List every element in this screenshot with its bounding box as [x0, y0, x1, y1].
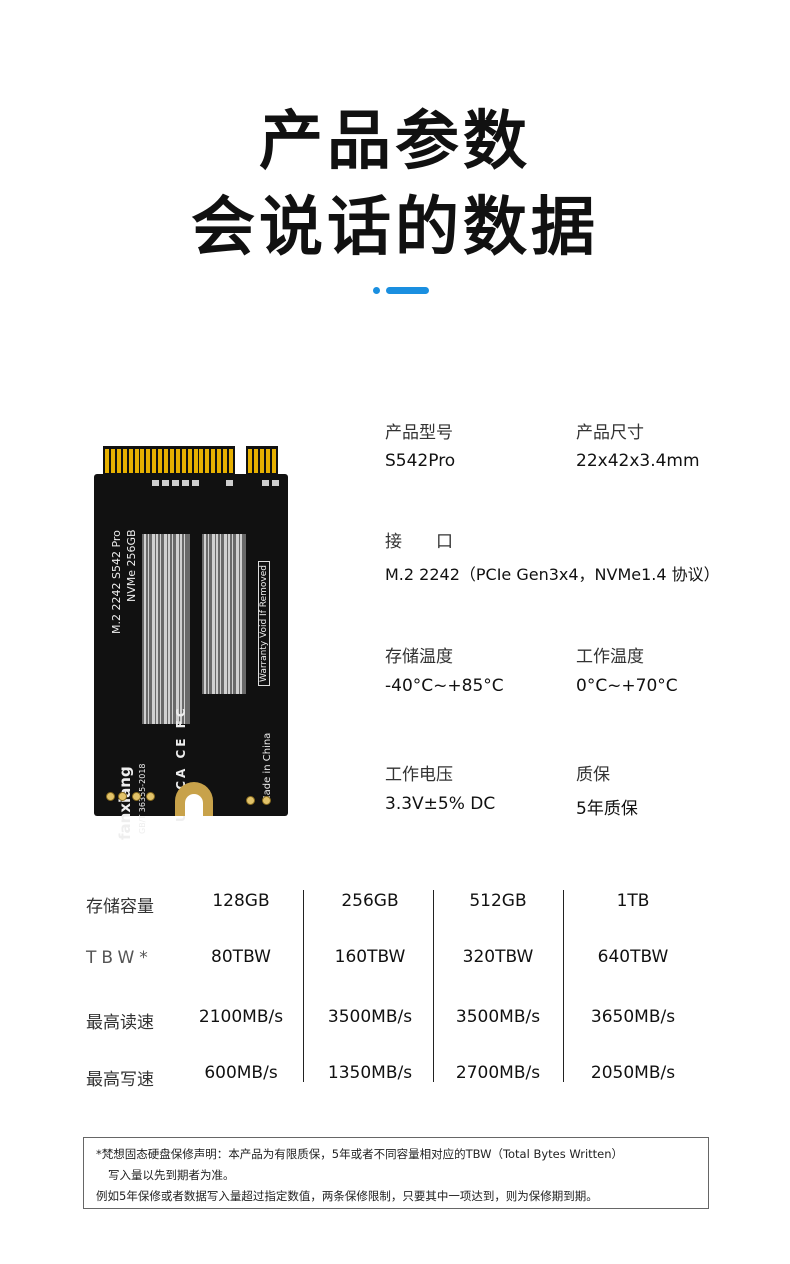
connector-pin — [223, 449, 227, 473]
edge-connector-main — [103, 446, 235, 476]
connector-pin — [211, 449, 216, 473]
via-pad — [132, 792, 141, 801]
page-title: 产品参数 — [259, 105, 531, 179]
connector-pin — [205, 449, 210, 473]
spec-warranty-label: 质保 — [576, 765, 610, 785]
ssd-product-image: M.2 2242 S542 Pro NVMe 256GB fanxiang GB… — [94, 446, 288, 840]
table-cell: 2100MB/s — [198, 1007, 284, 1027]
connector-pin — [146, 449, 151, 473]
connector-pin — [181, 449, 186, 473]
connector-pin — [187, 449, 192, 473]
spec-voltage-value: 3.3V±5% DC — [385, 794, 496, 814]
edge-connector-key — [246, 446, 278, 476]
table-cell: 3500MB/s — [455, 1007, 541, 1027]
brand-logo: fanxiang — [116, 766, 134, 840]
footnote-line: *梵想固态硬盘保修声明：本产品为有限质保，5年或者不同容量相对应的TBW（Tot… — [96, 1147, 624, 1161]
connector-pin — [259, 449, 264, 473]
connector-pin — [164, 449, 168, 473]
spec-voltage-label: 工作电压 — [385, 765, 453, 785]
table-cell: 2700MB/s — [455, 1063, 541, 1083]
table-cell: 160TBW — [334, 947, 406, 967]
connector-pin — [199, 449, 204, 473]
label-model: M.2 2242 S542 Pro — [110, 530, 123, 634]
row-label-read-speed: 最高读速 — [86, 1013, 154, 1033]
connector-pin — [248, 449, 252, 473]
pcb-pad — [226, 480, 233, 486]
table-cell: 1TB — [616, 891, 650, 911]
via-pad — [262, 796, 271, 805]
connector-pin — [152, 449, 157, 473]
via-pad — [146, 792, 155, 801]
connector-pin — [140, 449, 145, 473]
table-cell: 2050MB/s — [590, 1063, 676, 1083]
accent-bar — [386, 287, 429, 294]
warranty-footnote: *梵想固态硬盘保修声明：本产品为有限质保，5年或者不同容量相对应的TBW（Tot… — [83, 1137, 709, 1209]
spec-size-label: 产品尺寸 — [576, 423, 644, 443]
pcb-pad — [192, 480, 199, 486]
connector-pin — [105, 449, 109, 473]
pcb-pad — [272, 480, 279, 486]
pcb-pad — [162, 480, 169, 486]
pcb-pad — [262, 480, 269, 486]
connector-pin — [253, 449, 258, 473]
spec-size-value: 22x42x3.4mm — [576, 451, 700, 471]
table-cell: 3650MB/s — [590, 1007, 676, 1027]
label-origin: Made in China — [262, 732, 273, 804]
spec-interface-value: M.2 2242（PCIe Gen3x4，NVMe1.4 协议） — [385, 565, 720, 584]
table-cell: 3500MB/s — [327, 1007, 413, 1027]
row-label-capacity: 存储容量 — [86, 897, 154, 917]
spec-work-temp-value: 0°C~+70°C — [576, 676, 678, 696]
table-cell: 80TBW — [211, 947, 271, 967]
pcb-pad — [172, 480, 179, 486]
pcb-pad — [182, 480, 189, 486]
table-cell: 512GB — [469, 891, 527, 911]
connector-pin — [271, 449, 276, 473]
spec-storage-temp-label: 存储温度 — [385, 647, 453, 667]
table-cell: 600MB/s — [204, 1063, 278, 1083]
table-cell: 320TBW — [462, 947, 534, 967]
table-divider — [563, 890, 564, 1082]
table-cell: 256GB — [341, 891, 399, 911]
connector-pin — [228, 449, 233, 473]
mounting-notch-hole — [185, 794, 203, 816]
connector-pin — [217, 449, 222, 473]
accent-dot — [373, 287, 380, 294]
spec-model-value: S542Pro — [385, 451, 456, 471]
spec-interface-label: 接 口 — [385, 532, 453, 552]
table-divider — [303, 890, 304, 1082]
table-cell: 640TBW — [597, 947, 669, 967]
table-divider — [433, 890, 434, 1082]
pcb-board: M.2 2242 S542 Pro NVMe 256GB fanxiang GB… — [94, 474, 288, 840]
connector-pin — [265, 449, 270, 473]
connector-pin — [175, 449, 180, 473]
spec-model-label: 产品型号 — [385, 423, 453, 443]
connector-pin — [169, 449, 174, 473]
footnote-line: 例如5年保修或者数据写入量超过指定数值，两条保修限制，只要其中一项达到，则为保修… — [96, 1189, 598, 1203]
footnote-line: 写入量以先到期者为准。 — [108, 1168, 235, 1182]
spec-storage-temp-value: -40°C~+85°C — [385, 676, 504, 696]
warranty-sticker: Warranty Void If Removed — [258, 561, 270, 686]
blurred-serial — [202, 534, 246, 694]
via-pad — [106, 792, 115, 801]
row-label-write-speed: 最高写速 — [86, 1070, 154, 1090]
spec-warranty-value: 5年质保 — [576, 799, 638, 819]
row-label-tbw: TBW* — [86, 948, 153, 968]
connector-pin — [116, 449, 121, 473]
blurred-serial — [142, 534, 190, 724]
connector-pin — [110, 449, 115, 473]
table-cell: 1350MB/s — [327, 1063, 413, 1083]
connector-pin — [122, 449, 127, 473]
via-pad — [118, 792, 127, 801]
label-capacity: NVMe 256GB — [125, 529, 138, 602]
connector-pin — [158, 449, 163, 473]
page-subtitle: 会说话的数据 — [191, 191, 599, 265]
spec-work-temp-label: 工作温度 — [576, 647, 644, 667]
connector-pin — [193, 449, 198, 473]
via-pad — [246, 796, 255, 805]
pcb-pad — [152, 480, 159, 486]
table-cell: 128GB — [212, 891, 270, 911]
connector-pin — [134, 449, 139, 473]
connector-pin — [128, 449, 133, 473]
